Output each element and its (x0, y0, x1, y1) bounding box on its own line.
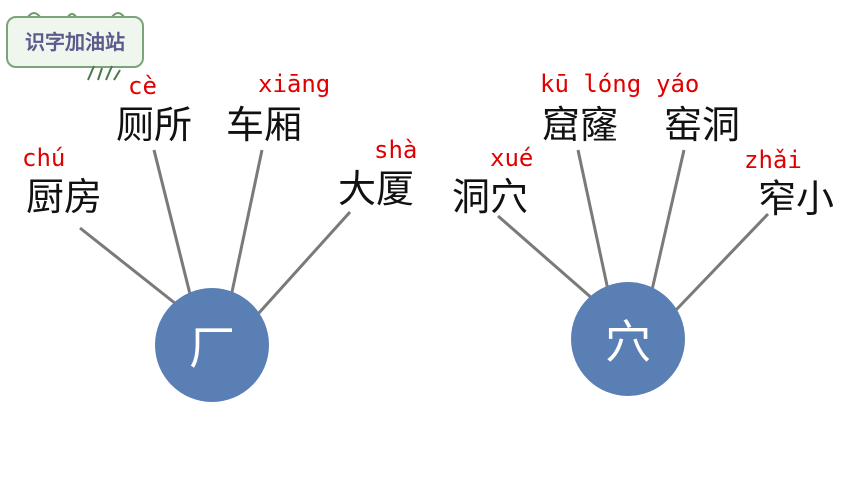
line-left-3 (230, 149, 264, 293)
word-chexiang: 车厢 (226, 103, 303, 147)
line-left-4 (256, 210, 352, 316)
word-yaodong: 窑洞 (664, 103, 741, 147)
line-left-1 (79, 226, 177, 306)
word-chufang: 厨房 (26, 175, 103, 219)
pinyin-chu: chú (22, 144, 66, 172)
pinyin-xiang: xiāng (258, 70, 331, 98)
radical-right: 穴 (605, 315, 651, 369)
word-cesuo: 厕所 (116, 103, 193, 147)
badge-title: 识字加油站 (25, 30, 125, 54)
word-zhaixiao: 窄小 (758, 177, 835, 221)
line-right-2 (576, 149, 610, 291)
radical-circle-left: 厂 (155, 288, 269, 402)
section-badge: 识字加油站 (6, 6, 146, 81)
pinyin-sha: shà (374, 136, 418, 164)
line-right-4 (674, 212, 770, 312)
pinyin-kulong: kū lóng (540, 70, 642, 98)
word-dasha: 大厦 (338, 167, 415, 211)
word-dongxue: 洞穴 (452, 175, 529, 219)
line-right-3 (650, 149, 686, 291)
word-kulong: 窟窿 (542, 103, 619, 147)
pinyin-yao: yáo (656, 70, 700, 98)
pinyin-xue: xué (490, 144, 534, 172)
pinyin-ce: cè (128, 72, 157, 100)
grass-decoration-icon (87, 65, 121, 81)
pinyin-zhai: zhǎi (744, 146, 802, 174)
line-right-1 (497, 214, 595, 302)
radical-left: 厂 (189, 321, 235, 375)
line-left-2 (152, 149, 192, 295)
radical-circle-right: 穴 (571, 282, 685, 396)
badge-box (6, 16, 144, 68)
